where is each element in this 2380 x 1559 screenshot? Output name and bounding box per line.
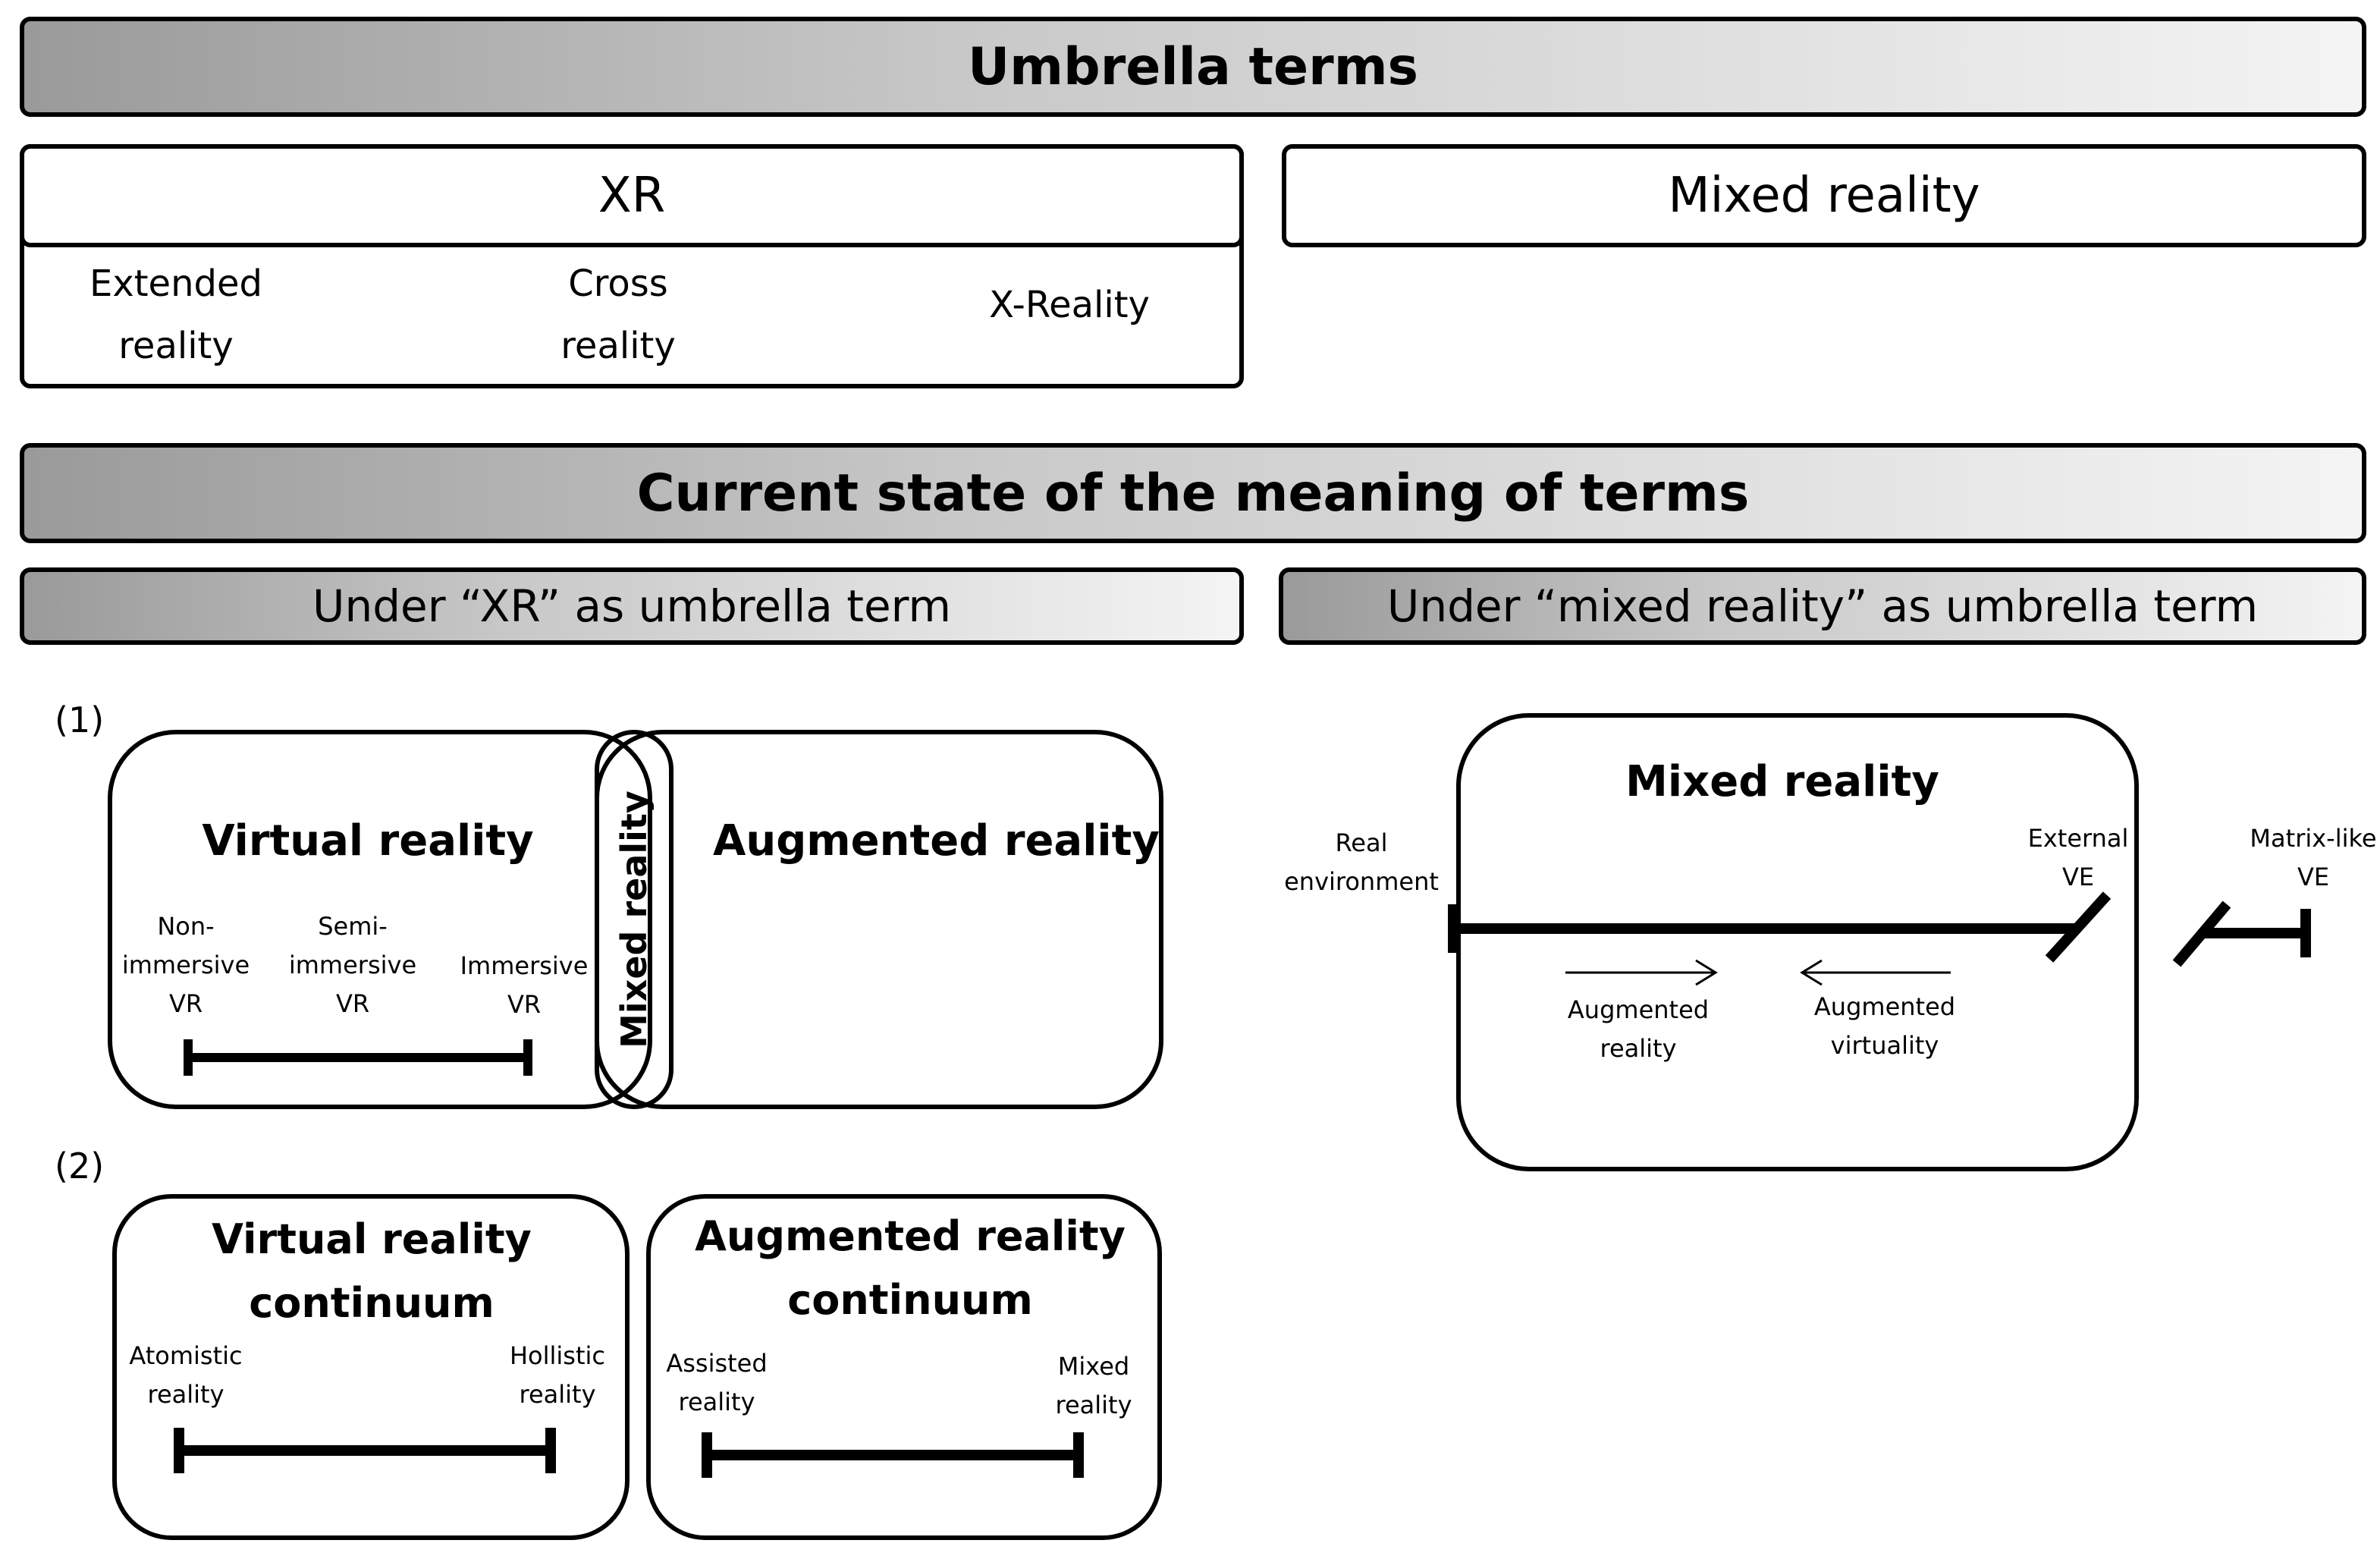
- vr-continuum-scale: [174, 1428, 556, 1473]
- augmented-virtuality-arrow: [1800, 959, 1951, 986]
- vr-immersion-scale: [184, 1039, 532, 1076]
- model1-number: (1): [55, 699, 105, 740]
- ar-continuum-box: [646, 1194, 1162, 1540]
- mr-umbrella-heading: Under “mixed reality” as umbrella term: [1279, 567, 2366, 645]
- ar-continuum-scale: [702, 1432, 1084, 1478]
- umbrella-terms-title: Umbrella terms: [967, 36, 1419, 97]
- augmented-reality-arrow: [1565, 959, 1718, 986]
- mixed-reality-umbrella-box: Mixed reality: [1282, 144, 2366, 247]
- umbrella-terms-header: Umbrella terms: [20, 17, 2366, 117]
- cross-reality-label: Cross reality: [560, 262, 676, 367]
- current-state-header: Current state of the meaning of terms: [20, 443, 2366, 543]
- model2-number: (2): [55, 1146, 105, 1187]
- mr-continuum-title: Mixed reality: [1625, 757, 1939, 806]
- mr-overlap-box: [595, 730, 673, 1109]
- mr-continuum-line: [1448, 891, 2112, 963]
- mr-umbrella-heading-label: Under “mixed reality” as umbrella term: [1386, 580, 2259, 632]
- xr-umbrella-heading-label: Under “XR” as umbrella term: [312, 580, 951, 632]
- current-state-title: Current state of the meaning of terms: [636, 463, 1750, 523]
- xr-umbrella-heading: Under “XR” as umbrella term: [20, 567, 1244, 645]
- matrix-ve-segment: [2172, 901, 2311, 967]
- ar-title: Augmented reality: [713, 816, 1160, 866]
- mixed-reality-umbrella-label: Mixed reality: [1668, 168, 1980, 224]
- vr-title: Virtual reality: [202, 816, 534, 866]
- vr-box: [108, 730, 652, 1109]
- extended-reality-label: Extended reality: [89, 262, 262, 367]
- x-reality-label: X-Reality: [989, 284, 1150, 326]
- vr-continuum-box: [112, 1194, 630, 1540]
- xr-label: XR: [598, 168, 666, 224]
- xr-header: XR: [20, 144, 1244, 247]
